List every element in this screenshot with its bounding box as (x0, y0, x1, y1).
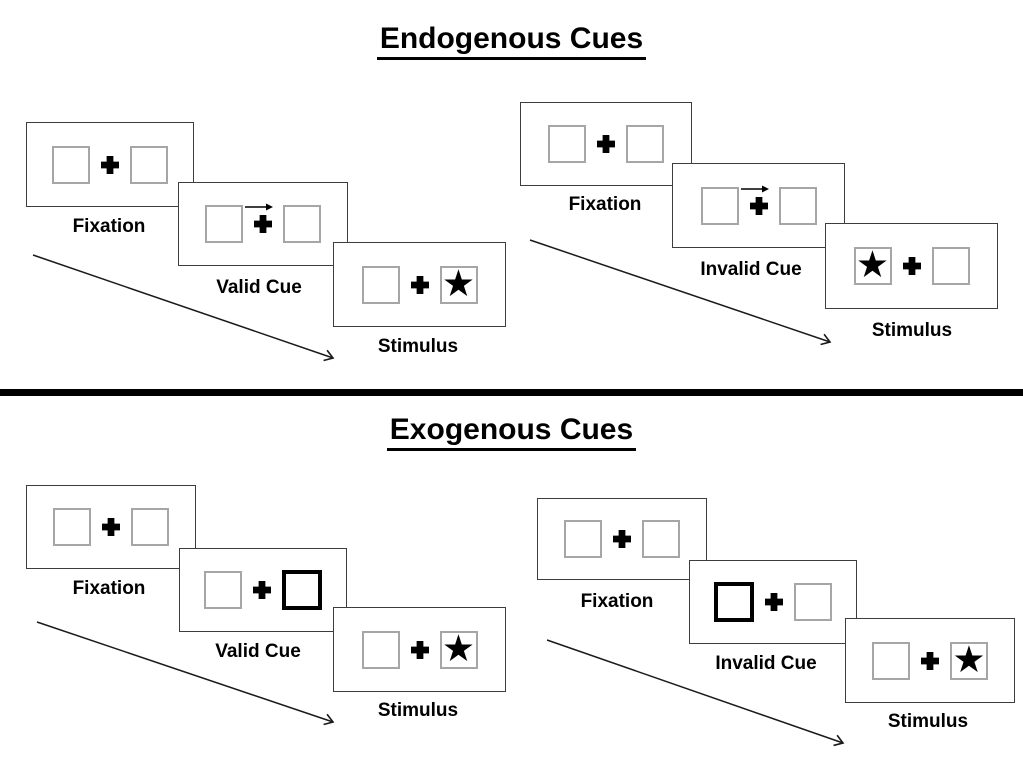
placeholder-box (626, 125, 664, 163)
panel-label-fixation: Fixation (580, 591, 654, 612)
target-box: ★ (853, 243, 892, 286)
section-divider (0, 389, 1023, 396)
fixation-cross-icon (410, 640, 429, 659)
panel-label-invalid-cue: Invalid Cue (715, 653, 817, 674)
fixation-cross-icon (749, 196, 768, 215)
target-box: ★ (439, 261, 478, 305)
fixation-cross-icon (253, 581, 271, 599)
sequence-arrow (546, 639, 845, 747)
cue-highlight-box (714, 582, 754, 622)
exo-invalid-stimulus-panel: ★ (845, 618, 1015, 703)
fixation-cross-icon (613, 530, 631, 548)
placeholder-box (642, 520, 680, 558)
target-box: ★ (439, 626, 478, 670)
target-box: ★ (950, 637, 988, 681)
exogenous-title-text: Exogenous Cues (386, 413, 637, 451)
cross-with-cue (740, 185, 772, 215)
panel-label-invalid-cue: Invalid Cue (700, 259, 802, 280)
panel-label-valid-cue: Valid Cue (216, 277, 302, 298)
placeholder-box (872, 641, 910, 680)
placeholder-box (931, 247, 970, 285)
exo-invalid-fixation-panel (537, 498, 707, 580)
placeholder-box (204, 571, 242, 609)
fixation-cross-icon (597, 135, 615, 153)
endo-invalid-stimulus-panel: ★ (825, 223, 998, 309)
sequence-arrow (32, 254, 335, 362)
exo-valid-stimulus-panel: ★ (333, 607, 506, 692)
panel-label-valid-cue: Valid Cue (215, 641, 301, 662)
sequence-arrow (529, 239, 832, 346)
endo-valid-stimulus-panel: ★ (333, 242, 506, 327)
placeholder-box (778, 186, 817, 225)
fixation-cross-icon (765, 593, 783, 611)
endo-invalid-cue-panel (672, 163, 845, 248)
cross-with-cue (245, 203, 276, 233)
placeholder-box (700, 186, 739, 225)
placeholder-box (52, 145, 90, 184)
star-icon: ★ (441, 261, 476, 305)
panel-label-fixation: Fixation (72, 578, 146, 599)
fixation-cross-icon (902, 257, 921, 275)
star-icon: ★ (855, 243, 890, 286)
exo-valid-cue-panel (179, 548, 347, 632)
exo-invalid-cue-panel (689, 560, 857, 644)
panel-label-stimulus: Stimulus (377, 700, 459, 721)
cue-direction-arrow-icon (740, 185, 769, 192)
cue-direction-arrow-icon (245, 203, 273, 211)
placeholder-box (283, 205, 321, 243)
exogenous-title: Exogenous Cues (0, 413, 1023, 451)
panel-label-stimulus: Stimulus (871, 320, 953, 341)
endo-valid-cue-panel (178, 182, 348, 266)
placeholder-box (131, 508, 169, 546)
star-icon: ★ (441, 626, 476, 670)
cue-highlight-box (282, 570, 322, 610)
placeholder-box (130, 145, 168, 184)
panel-label-fixation: Fixation (568, 194, 642, 215)
placeholder-box (794, 583, 832, 621)
fixation-cross-icon (102, 518, 120, 536)
placeholder-box (205, 205, 243, 243)
sequence-arrow (36, 621, 335, 726)
panel-label-stimulus: Stimulus (887, 711, 969, 732)
fixation-cross-icon (254, 215, 272, 233)
panel-label-stimulus: Stimulus (377, 336, 459, 357)
fixation-cross-icon (921, 651, 939, 670)
endogenous-title-text: Endogenous Cues (376, 22, 647, 60)
star-icon: ★ (952, 637, 986, 681)
panel-label-fixation: Fixation (72, 216, 146, 237)
placeholder-box (361, 265, 400, 304)
exo-valid-fixation-panel (26, 485, 196, 569)
placeholder-box (548, 125, 586, 163)
fixation-cross-icon (410, 275, 429, 294)
endogenous-title: Endogenous Cues (0, 22, 1023, 60)
placeholder-box (361, 630, 400, 669)
endo-valid-fixation-panel (26, 122, 194, 207)
fixation-cross-icon (101, 155, 119, 174)
placeholder-box (564, 520, 602, 558)
endo-invalid-fixation-panel (520, 102, 692, 186)
placeholder-box (53, 508, 91, 546)
